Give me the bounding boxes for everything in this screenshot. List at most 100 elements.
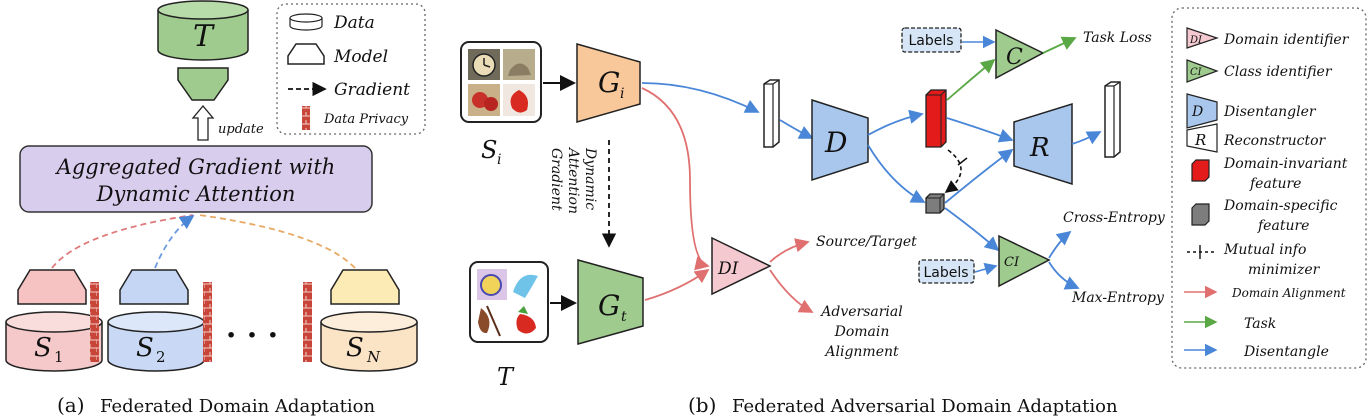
target-data-cylinder: T xyxy=(157,0,249,61)
classifier-c: C xyxy=(995,28,1045,80)
ci-label: CI xyxy=(1004,255,1020,270)
arrow-labels-ci xyxy=(974,262,998,276)
legend-b: DI Domain identifier CI Class identifier… xyxy=(1171,7,1367,369)
arrow-c-taskloss xyxy=(1042,36,1077,54)
gradient-line-sn xyxy=(198,214,356,269)
update-label: update xyxy=(218,122,264,137)
data-icon xyxy=(289,13,323,31)
gradient-line-s1 xyxy=(51,214,194,269)
gt-sub: t xyxy=(621,309,627,325)
generator-gi: G i xyxy=(576,43,641,123)
gi-label: G xyxy=(598,66,620,99)
legend-item-4-line2: feature xyxy=(1249,176,1301,192)
gi-sub: i xyxy=(620,86,624,102)
legend-item-1: Class identifier xyxy=(1224,64,1333,80)
legend-a: Data Model Gradient Data Privacy xyxy=(276,3,426,135)
legend-invariant-icon xyxy=(1191,159,1210,182)
arrow-ci-crossentropy xyxy=(1048,230,1072,259)
dyn-text-1: Dynamic xyxy=(582,147,598,210)
legend-data-label: Data xyxy=(333,13,375,33)
legend-item-5-line1: Domain-specific xyxy=(1223,198,1338,214)
source-model-1 xyxy=(17,269,87,305)
legend-item-3: Reconstructor xyxy=(1223,133,1327,149)
feature-bar xyxy=(763,79,780,148)
legend-gradient-label: Gradient xyxy=(334,80,410,100)
generator-gt: G t xyxy=(577,259,644,345)
source-target-label: Source/Target xyxy=(816,234,917,250)
source-data-sn: S N xyxy=(320,311,418,372)
legend-ci-icon xyxy=(1186,59,1219,83)
source-si-label: S xyxy=(481,136,497,164)
reconstructor-r: R xyxy=(1013,102,1073,186)
r-label: R xyxy=(1029,133,1050,163)
source-model-2 xyxy=(119,269,189,305)
arrow-d-specific xyxy=(867,144,926,203)
source-sn-label: S xyxy=(346,333,364,363)
target-t-label: T xyxy=(497,363,515,391)
source-model-n xyxy=(330,269,400,305)
legend-item-5-line2: feature xyxy=(1257,218,1309,234)
legend-r-icon-text: R xyxy=(1194,131,1206,149)
target-images xyxy=(469,261,549,343)
gt-label: G xyxy=(598,289,620,322)
adv-line-1: Adversarial xyxy=(819,304,902,320)
arrow-gi-feature xyxy=(641,82,760,113)
arrow-r-output xyxy=(1071,131,1102,145)
reconstruction-bar xyxy=(1104,81,1121,158)
labels-tag-top-text: Labels xyxy=(908,33,953,49)
caption-b-text: Federated Adversarial Domain Adaptation xyxy=(732,396,1118,417)
aggregator-line-2: Dynamic Attention xyxy=(96,182,296,206)
target-model-shape xyxy=(177,67,229,101)
arrow-specific-ci xyxy=(944,207,1000,252)
legend-item-7: Domain Alignment xyxy=(1231,286,1346,300)
arrow-invariant-c xyxy=(946,58,996,101)
legend-item-6-line2: minimizer xyxy=(1248,262,1321,278)
labels-tag-bottom-text: Labels xyxy=(923,265,968,281)
source-s1-sub: 1 xyxy=(54,348,64,366)
gradient-line-s2 xyxy=(154,214,195,269)
mutual-info-arrow xyxy=(944,149,968,193)
max-entropy-label: Max-Entropy xyxy=(1071,290,1165,306)
source-s2-label: S xyxy=(136,333,154,363)
arrow-d-invariant xyxy=(867,109,924,136)
aggregator-line-1: Aggregated Gradient with xyxy=(55,155,336,179)
data-privacy-icon xyxy=(302,106,310,130)
legend-ci-icon-text: CI xyxy=(1190,67,1203,78)
legend-mutual-info-icon xyxy=(1187,245,1214,259)
source-images xyxy=(460,41,542,123)
aggregator-box: Aggregated Gradient with Dynamic Attenti… xyxy=(19,145,373,213)
d-label: D xyxy=(824,126,847,159)
source-s1-label: S xyxy=(34,333,52,363)
labels-tag-bottom: Labels xyxy=(918,259,975,284)
dyn-text-2: Attention xyxy=(565,146,581,214)
legend-di-icon-text: DI xyxy=(1189,35,1203,46)
arrow-gi-di xyxy=(641,87,710,271)
legend-privacy-label: Data Privacy xyxy=(323,112,409,127)
panel-b: S i T G i G t D xyxy=(460,27,1166,417)
domain-specific-feature xyxy=(925,193,945,214)
adv-line-3: Alignment xyxy=(823,344,899,360)
ellipsis: · · · xyxy=(226,318,278,353)
legend-model-label: Model xyxy=(333,47,388,67)
legend-item-6-line1: Mutual info xyxy=(1223,242,1306,258)
task-loss-label: Task Loss xyxy=(1083,30,1152,46)
privacy-wall-3 xyxy=(303,282,312,362)
privacy-wall-2 xyxy=(203,282,212,362)
update-arrow: update xyxy=(191,104,264,141)
arrow-specific-r xyxy=(944,148,1014,204)
domain-identifier-di: DI xyxy=(711,236,772,296)
legend-item-9: Disentangle xyxy=(1243,344,1329,360)
domain-invariant-feature xyxy=(925,89,947,148)
adv-line-2: Domain xyxy=(834,324,890,340)
legend-d-icon xyxy=(1186,93,1218,129)
source-sn-sub: N xyxy=(366,348,381,366)
target-label: T xyxy=(193,19,215,54)
arrow-di-adversarial xyxy=(769,269,814,313)
arrow-gt-di xyxy=(644,268,710,301)
caption-b-tag: (b) xyxy=(688,393,716,417)
legend-specific-icon xyxy=(1191,203,1210,226)
c-label: C xyxy=(1006,45,1023,70)
legend-item-8: Task xyxy=(1244,316,1276,332)
legend-d-icon-text: D xyxy=(1191,104,1203,120)
caption-a-text: Federated Domain Adaptation xyxy=(100,396,376,417)
